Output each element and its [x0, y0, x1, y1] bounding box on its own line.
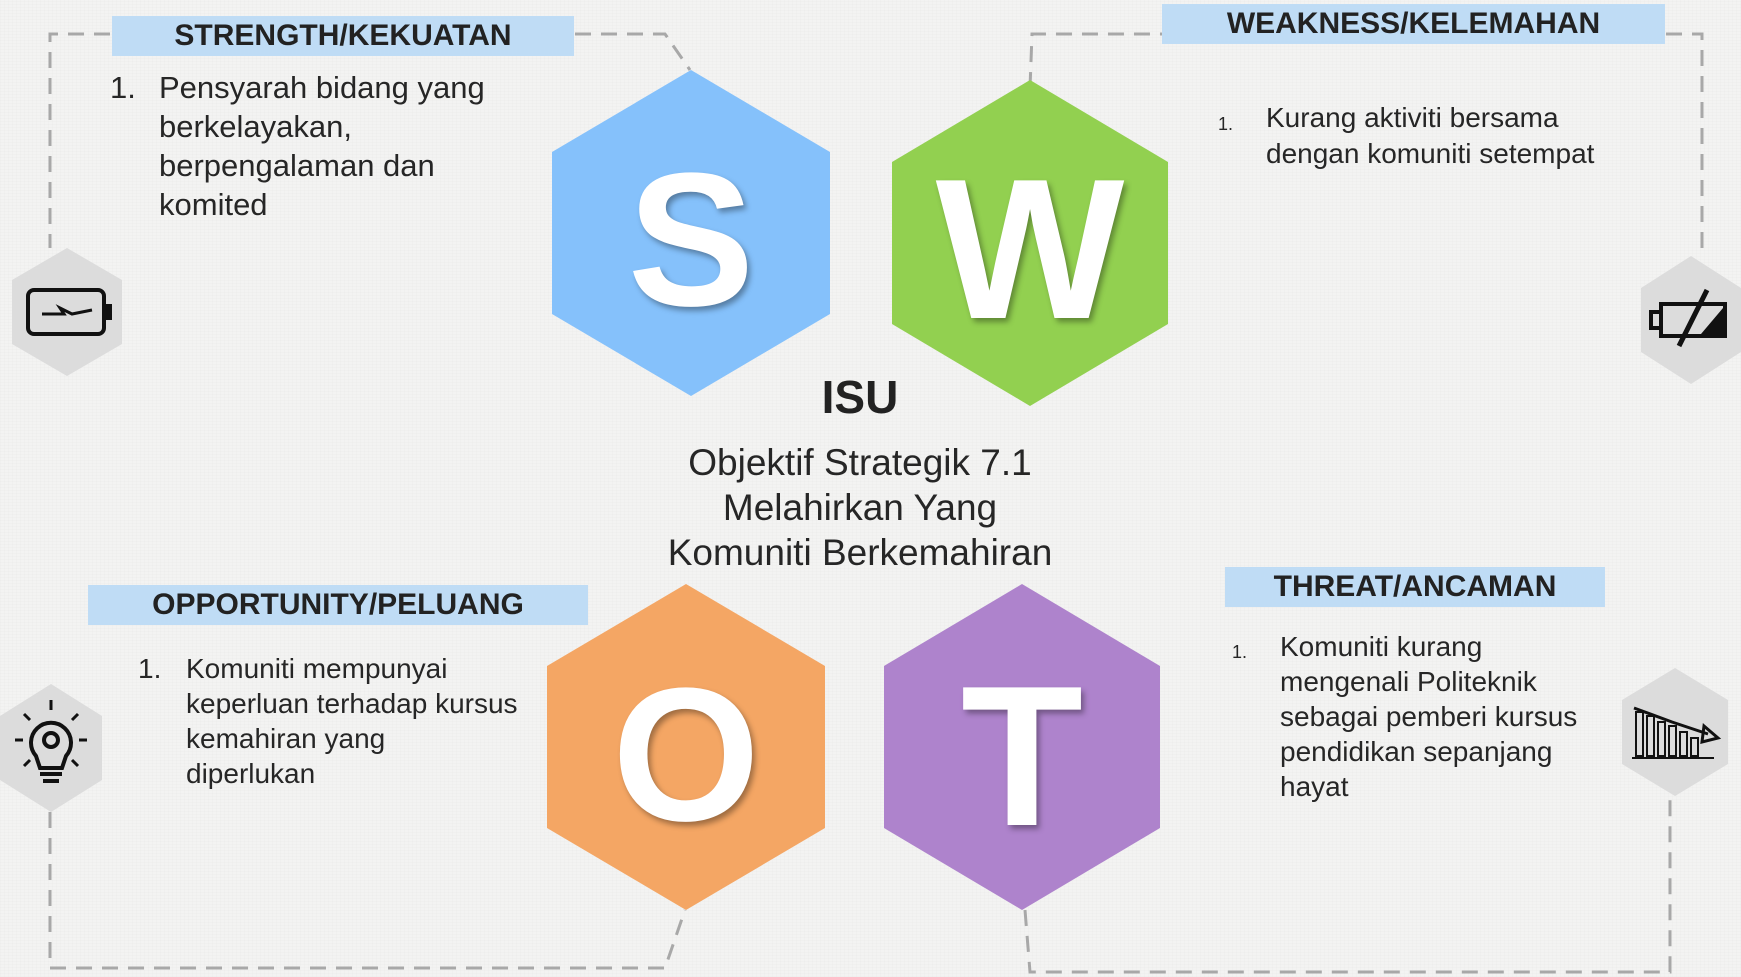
threat-item-line: sebagai pemberi kursus — [1280, 701, 1578, 732]
opportunity-item-line: keperluan terhadap kursus — [186, 688, 518, 719]
weakness-item-line: Kurang aktiviti bersama — [1266, 102, 1559, 133]
threat-letter: T — [960, 645, 1084, 868]
threat-item-line: mengenali Politeknik — [1280, 666, 1537, 697]
opportunity-header: OPPORTUNITY/PELUANG — [88, 585, 588, 625]
strength-item-number: 1. — [110, 70, 136, 105]
threat-hexagon-shape — [884, 584, 1160, 910]
weakness-header: WEAKNESS/KELEMAHAN — [1162, 4, 1665, 44]
opportunity-item: 1. Komuniti mempunyai keperluan terhadap… — [138, 651, 568, 791]
threat-item-line: hayat — [1280, 771, 1349, 802]
strength-item-line: berkelayakan, — [159, 109, 353, 144]
threat-item-line: Komuniti kurang — [1280, 631, 1483, 662]
opportunity-item-line: kemahiran yang — [186, 723, 386, 754]
center-subtitle-line: Komuniti Berkemahiran — [667, 532, 1053, 573]
opportunity-hexagon — [547, 584, 825, 910]
opportunity-item-line: diperlukan — [186, 758, 316, 789]
threat-item-line: pendidikan sepanjang — [1280, 736, 1553, 767]
weakness-hexagon-shape — [892, 80, 1168, 406]
lightbulb-gear-icon — [0, 684, 102, 812]
center-title: ISU — [821, 371, 899, 423]
battery-low-icon — [1641, 256, 1741, 384]
weakness-item-number: 1. — [1218, 114, 1234, 134]
center-subtitle-line: Melahirkan Yang — [722, 487, 998, 528]
opportunity-letter: O — [612, 649, 760, 861]
weakness-item: 1. Kurang aktiviti bersama dengan komuni… — [1218, 100, 1658, 172]
center-subtitle: Objektif Strategik 7.1 Melahirkan Yang K… — [620, 440, 1100, 575]
declining-chart-icon — [1622, 668, 1728, 796]
strength-item-line: berpengalaman dan — [159, 148, 435, 183]
strength-item-line: Pensyarah bidang yang — [159, 70, 485, 105]
weakness-hexagon — [892, 80, 1168, 406]
strength-hexagon-shape — [552, 70, 830, 396]
strength-item: 1. Pensyarah bidang yang berkelayakan, b… — [110, 68, 530, 224]
battery-charging-icon — [12, 248, 122, 376]
threat-item-number: 1. — [1232, 642, 1248, 662]
opportunity-item-number: 1. — [138, 653, 162, 684]
strength-letter: S — [627, 134, 755, 346]
opportunity-hexagon-shape — [547, 584, 825, 910]
threat-item: 1. Komuniti kurang mengenali Politeknik … — [1232, 629, 1612, 804]
weakness-letter: W — [935, 138, 1125, 361]
center-subtitle-line: Objektif Strategik 7.1 — [688, 442, 1032, 483]
weakness-item-line: dengan komuniti setempat — [1266, 138, 1595, 169]
threat-header: THREAT/ANCAMAN — [1225, 567, 1605, 607]
threat-hexagon — [884, 584, 1160, 910]
strength-item-line: komited — [159, 187, 268, 222]
strength-header: STRENGTH/KEKUATAN — [112, 16, 574, 56]
opportunity-item-line: Komuniti mempunyai — [186, 653, 448, 684]
strength-hexagon — [552, 70, 830, 396]
